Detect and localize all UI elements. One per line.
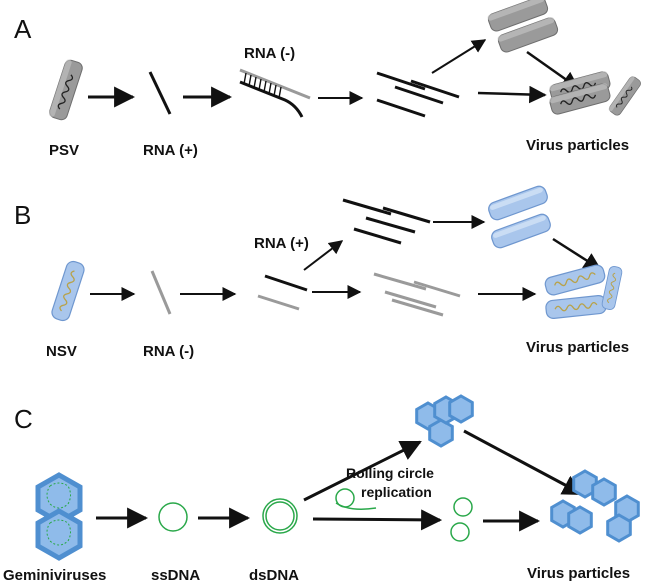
- rna-replication-intermediate: [239, 68, 311, 118]
- dsdna-circle-icon: [262, 498, 298, 534]
- virus-particle-icon-b1: [543, 262, 607, 298]
- rna-minus-label-a: RNA (-): [244, 45, 295, 62]
- dsdna-label: dsDNA: [249, 567, 299, 583]
- progeny-ssdna-icon-1: [453, 497, 473, 517]
- psv-label: PSV: [49, 142, 79, 159]
- rna-minus-strand-b: [257, 294, 300, 311]
- nsv-virion-icon: [49, 259, 87, 323]
- virus-particle-icon-a3: [607, 74, 643, 118]
- arrow-a4-up: [431, 39, 487, 74]
- arrow-b7: [552, 237, 602, 271]
- arrow-a5: [477, 85, 547, 104]
- rna-minus-label-b: RNA (-): [143, 343, 194, 360]
- rna-plus-copies: [376, 71, 460, 118]
- rna-plus-label-b: RNA (+): [254, 235, 309, 252]
- panel-a: A PSV RNA (+) RNA (-): [14, 0, 643, 159]
- panel-c-letter: C: [14, 404, 33, 434]
- arrow-c4: [312, 509, 443, 531]
- panel-b: B NSV RNA (-) RNA (+): [14, 183, 629, 360]
- rna-plus-strand: [148, 71, 172, 115]
- panel-a-letter: A: [14, 14, 32, 44]
- gemini-particle-icon-c2: [572, 469, 617, 507]
- virus-particles-label-c: Virus particles: [527, 565, 630, 582]
- rna-plus-strand-b: [264, 274, 308, 292]
- gemini-particle-icon-c3: [550, 499, 593, 535]
- rna-plus-label-a: RNA (+): [143, 142, 198, 159]
- rolling-circle-label: Rolling circle: [346, 465, 434, 481]
- rna-minus-copies-b: [373, 272, 461, 317]
- arrow-b3-up: [303, 240, 344, 271]
- rolling-circle-icon: [335, 488, 377, 510]
- rna-plus-copies-b: [342, 198, 431, 245]
- ssdna-circle-icon: [158, 502, 188, 532]
- ssdna-label: ssDNA: [151, 567, 200, 583]
- progeny-ssdna-icon-2: [450, 522, 470, 542]
- arrow-c6: [463, 429, 584, 496]
- virus-particles-label-a: Virus particles: [526, 137, 629, 154]
- panel-b-letter: B: [14, 200, 31, 230]
- virus-particle-icon-b2: [544, 294, 608, 320]
- arrow-c3-up: [303, 440, 422, 502]
- geminiviruses-label: Geminiviruses: [3, 567, 106, 583]
- panel-c: C Geminiviruses ssDNA dsDNA Rolling circ…: [3, 394, 640, 583]
- gemini-particle-icon-c4: [606, 494, 640, 543]
- gemini-particle-icon-c1: [415, 394, 474, 448]
- psv-virion-icon: [47, 58, 85, 122]
- geminivirus-icon: [35, 472, 83, 561]
- replication-label: replication: [361, 484, 432, 500]
- virus-particles-label-b: Virus particles: [526, 339, 629, 356]
- rna-minus-strand: [150, 270, 172, 315]
- nsv-label: NSV: [46, 343, 77, 360]
